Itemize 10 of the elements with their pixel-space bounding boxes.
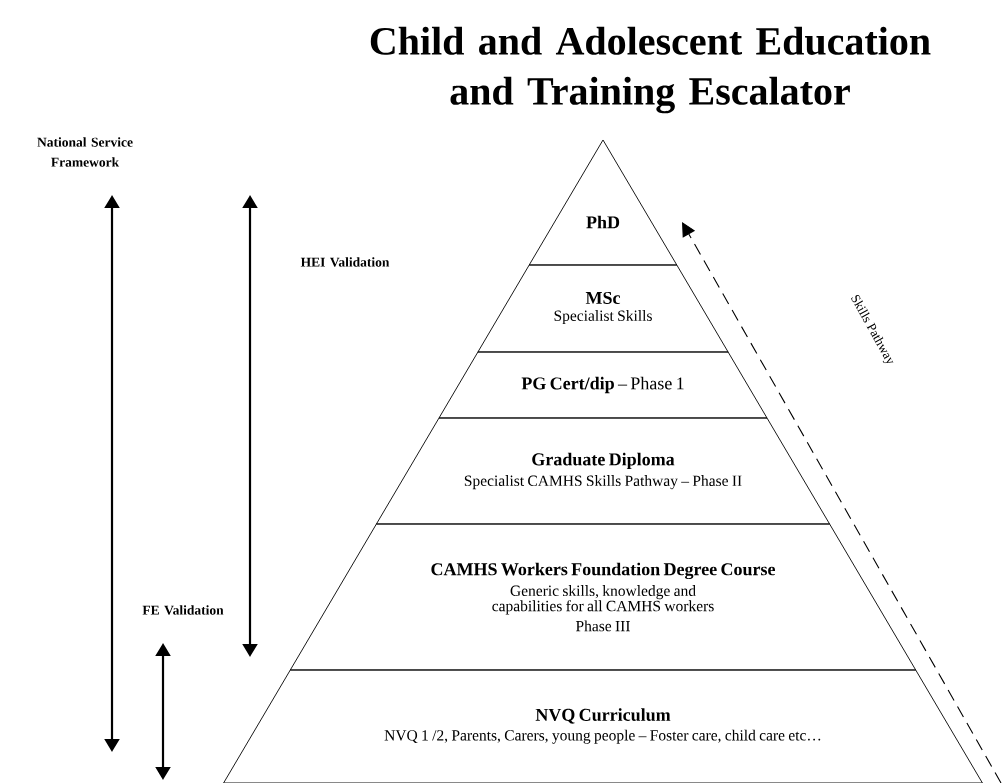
validation-label: National Service Framework [37,137,133,167]
pyramid-tier: PhD [528,139,678,266]
pyramid-tier: MSc Specialist Skills [477,264,729,353]
validation-label: HEI Validation [300,257,390,267]
pyramid-tier: PG Cert/dip – Phase 1 [438,351,768,419]
pyramid-tier: Graduate Diploma Specialist CAMHS Skills Pathway – Phase II [375,417,831,525]
title: Child and Adolescent Education and Training Escalator [370,26,931,114]
validation-label: FE Validation [142,605,224,615]
pyramid-tier: CAMHS Workers Foundation Degree Course Generic skills, knowledge and capabilities for all CAMHS workers Phase III [289,523,917,671]
pyramid-tier: NVQ Curriculum NVQ 1 /2, Parents, Carers, young people – Foster care, child care etc… [223,669,983,783]
